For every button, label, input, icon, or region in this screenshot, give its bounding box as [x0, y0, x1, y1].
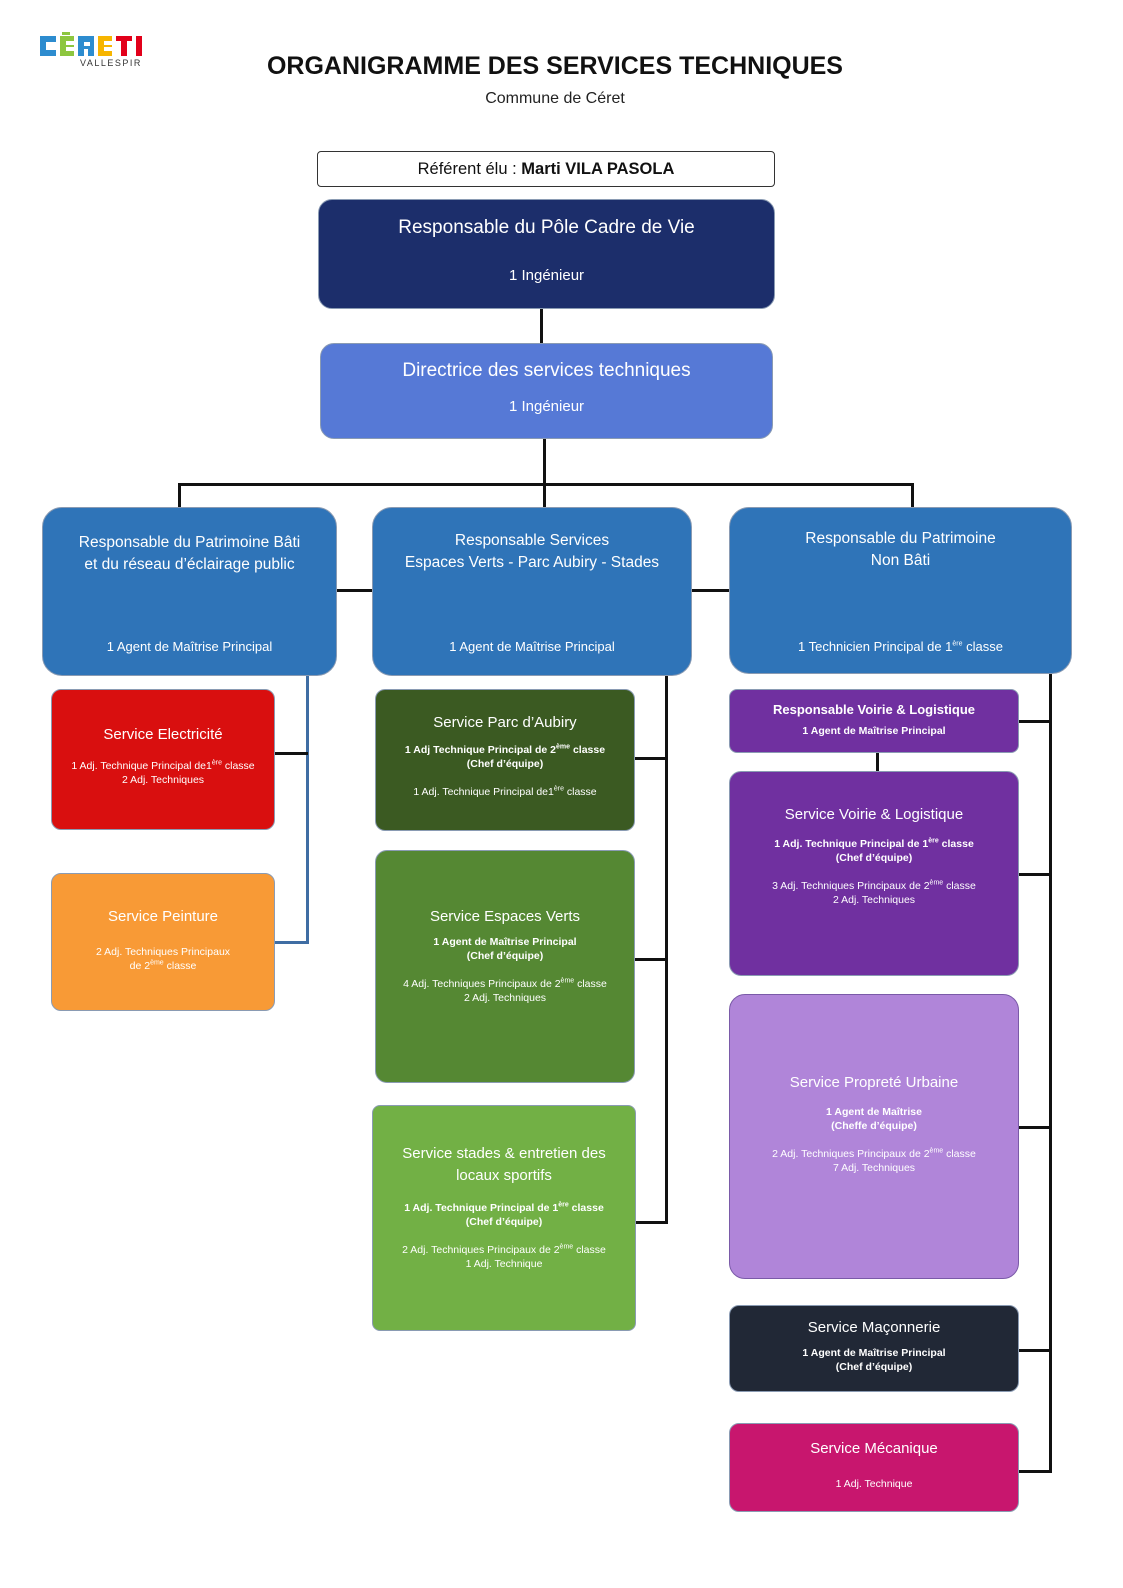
referent-box: Référent élu : Marti VILA PASOLA: [317, 151, 775, 187]
service-title: Service Mécanique: [810, 1440, 938, 1457]
page-title: ORGANIGRAMME DES SERVICES TECHNIQUES: [266, 52, 843, 80]
connector: [665, 675, 668, 1224]
direction-staff: 1 Ingénieur: [508, 398, 585, 415]
service-lead-line: (Chef d’équipe): [466, 950, 544, 962]
service-staff-line: 3 Adj. Techniques Principaux de 2ème cla…: [772, 879, 976, 893]
service-lead-line: 1 Adj. Technique Principal de 1ère class…: [404, 1201, 604, 1215]
branch-title: Responsable Services: [454, 532, 610, 549]
branch-title: et du réseau d’éclairage public: [84, 556, 295, 573]
service-title: locaux sportifs: [456, 1167, 552, 1184]
connector: [911, 483, 914, 509]
branch-espaces-verts: Responsable Services Espaces Verts - Par…: [372, 507, 692, 676]
service-lead-line: (Chef d’équipe): [835, 852, 913, 864]
service-title: Responsable Voirie & Logistique: [772, 702, 975, 717]
service-staff-line: 2 Adj. Techniques: [832, 894, 916, 906]
connector: [634, 958, 668, 961]
branch-staff: 1 Agent de Maîtrise Principal: [449, 639, 615, 654]
service-responsable-voirie: Responsable Voirie & Logistique 1 Agent …: [729, 689, 1019, 753]
service-staff-line: 2 Adj. Techniques Principaux de 2ème cla…: [772, 1147, 976, 1161]
service-lead-line: 1 Agent de Maîtrise: [826, 1106, 922, 1118]
service-staff-line: 7 Adj. Techniques: [832, 1162, 916, 1174]
direction-box: Directrice des services techniques 1 Ing…: [320, 343, 773, 439]
service-proprete-urbaine: Service Propreté Urbaine 1 Agent de Maît…: [729, 994, 1019, 1279]
service-staff-line: 2 Adj. Techniques: [121, 774, 205, 786]
service-staff-line: de 2ème classe: [129, 959, 197, 973]
service-title: Service Parc d’Aubiry: [433, 714, 577, 731]
connector: [1018, 1470, 1052, 1473]
connector: [543, 438, 546, 486]
branch-title: Espaces Verts - Parc Aubiry - Stades: [404, 554, 660, 571]
service-espaces-verts: Service Espaces Verts 1 Agent de Maîtris…: [375, 850, 635, 1083]
connector: [876, 752, 879, 773]
logo-wordmark-icon: [40, 32, 142, 56]
connector: [540, 309, 543, 345]
service-title: Service Voirie & Logistique: [784, 806, 964, 823]
branch-staff: 1 Technicien Principal de 1ère classe: [797, 639, 1003, 654]
service-staff-line: 4 Adj. Techniques Principaux de 2ème cla…: [403, 977, 607, 991]
page-subtitle: Commune de Céret: [485, 90, 625, 107]
connector: [274, 752, 308, 755]
referent-label: Référent élu :: [417, 160, 517, 178]
service-staff-line: 1 Adj. Technique Principal de1ère classe: [413, 785, 597, 799]
service-title: Service Electricité: [103, 726, 223, 743]
service-staff-line: 2 Adj. Techniques Principaux de 2ème cla…: [402, 1243, 606, 1257]
service-staff-line: 2 Adj. Techniques: [463, 992, 547, 1004]
connector: [178, 483, 914, 486]
service-lead-line: 1 Agent de Maîtrise Principal: [433, 936, 577, 948]
branch-staff: 1 Agent de Maîtrise Principal: [106, 639, 273, 654]
connector: [690, 589, 732, 592]
branch-title: Responsable du Patrimoine: [805, 530, 996, 547]
branch-title: Non Bâti: [870, 552, 931, 569]
service-title: Service Propreté Urbaine: [789, 1074, 959, 1091]
connector: [1018, 1126, 1052, 1129]
service-lead-line: 1 Agent de Maîtrise Principal: [802, 725, 946, 737]
service-lead-line: 1 Adj Technique Principal de 2ème classe: [404, 743, 606, 757]
referent-name: Marti VILA PASOLA: [521, 160, 675, 178]
connector: [634, 1221, 668, 1224]
service-title: Service stades & entretien des: [402, 1145, 606, 1162]
logo-tagline: VALLESPIR: [80, 58, 142, 68]
service-stades: Service stades & entretien des locaux sp…: [372, 1105, 636, 1331]
connector: [1018, 720, 1052, 723]
service-mecanique: Service Mécanique 1 Adj. Technique: [729, 1423, 1019, 1512]
connector: [543, 483, 546, 509]
service-staff-line: 2 Adj. Techniques Principaux: [95, 946, 231, 958]
service-title: Service Peinture: [107, 908, 219, 925]
logo: VALLESPIR: [38, 32, 153, 72]
service-lead-line: 1 Adj. Technique Principal de 1ère class…: [774, 837, 974, 851]
connector: [306, 675, 309, 943]
service-lead-line: (Cheffe d’équipe): [831, 1120, 917, 1132]
service-parc-aubiry: Service Parc d’Aubiry 1 Adj Technique Pr…: [375, 689, 635, 831]
branch-patrimoine-bati: Responsable du Patrimoine Bâti et du rés…: [42, 507, 337, 676]
service-lead-line: 1 Agent de Maîtrise Principal: [802, 1347, 946, 1359]
connector: [1049, 673, 1052, 1473]
service-peinture: Service Peinture 2 Adj. Techniques Princ…: [51, 873, 275, 1011]
pole-title: Responsable du Pôle Cadre de Vie: [398, 217, 695, 238]
connector: [634, 757, 668, 760]
direction-title: Directrice des services techniques: [402, 360, 691, 381]
pole-staff: 1 Ingénieur: [508, 267, 585, 284]
service-maconnerie: Service Maçonnerie 1 Agent de Maîtrise P…: [729, 1305, 1019, 1392]
connector: [1018, 873, 1052, 876]
branch-patrimoine-non-bati: Responsable du Patrimoine Non Bâti 1 Tec…: [729, 507, 1072, 674]
service-staff-line: 1 Adj. Technique Principal de1ère classe: [71, 759, 255, 773]
connector: [178, 483, 181, 509]
pole-box: Responsable du Pôle Cadre de Vie 1 Ingén…: [318, 199, 775, 309]
service-lead-line: (Chef d’équipe): [465, 1216, 543, 1228]
connector: [1018, 1349, 1052, 1352]
service-lead-line: (Chef d’équipe): [835, 1361, 913, 1373]
service-electricite: Service Electricité 1 Adj. Technique Pri…: [51, 689, 275, 830]
connector: [274, 941, 309, 944]
service-title: Service Maçonnerie: [807, 1319, 941, 1336]
connector: [336, 589, 374, 592]
service-staff-line: 1 Adj. Technique: [465, 1258, 543, 1270]
service-title: Service Espaces Verts: [429, 908, 581, 925]
service-staff-line: 1 Adj. Technique: [835, 1478, 913, 1490]
branch-title: Responsable du Patrimoine Bâti: [78, 534, 301, 551]
service-voirie-logistique: Service Voirie & Logistique 1 Adj. Techn…: [729, 771, 1019, 976]
service-lead-line: (Chef d’équipe): [466, 758, 544, 770]
